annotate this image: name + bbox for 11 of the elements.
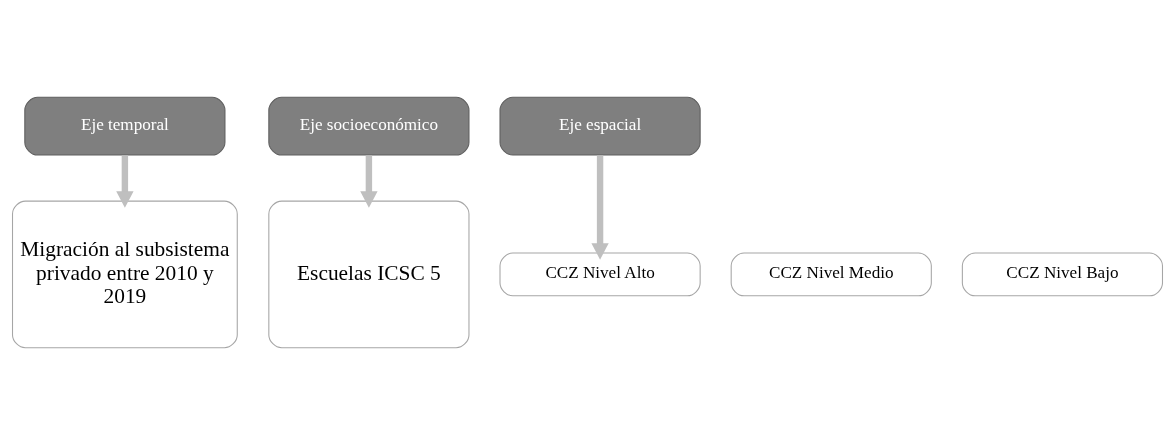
arrow [360,155,378,208]
node-box: CCZ Nivel Medio [730,252,932,297]
node-box: Eje socioeconómico [268,96,470,156]
arrow [591,155,609,260]
node-box: Eje temporal [24,96,226,156]
node-box: Eje espacial [499,96,701,156]
arrow [116,155,134,208]
node-box: Migración al subsistema privado entre 2010 y 2019 [11,200,238,349]
node-box: CCZ Nivel Bajo [961,252,1164,297]
node-box: Escuelas ICSC 5 [268,200,470,349]
node-box: CCZ Nivel Alto [499,252,701,297]
